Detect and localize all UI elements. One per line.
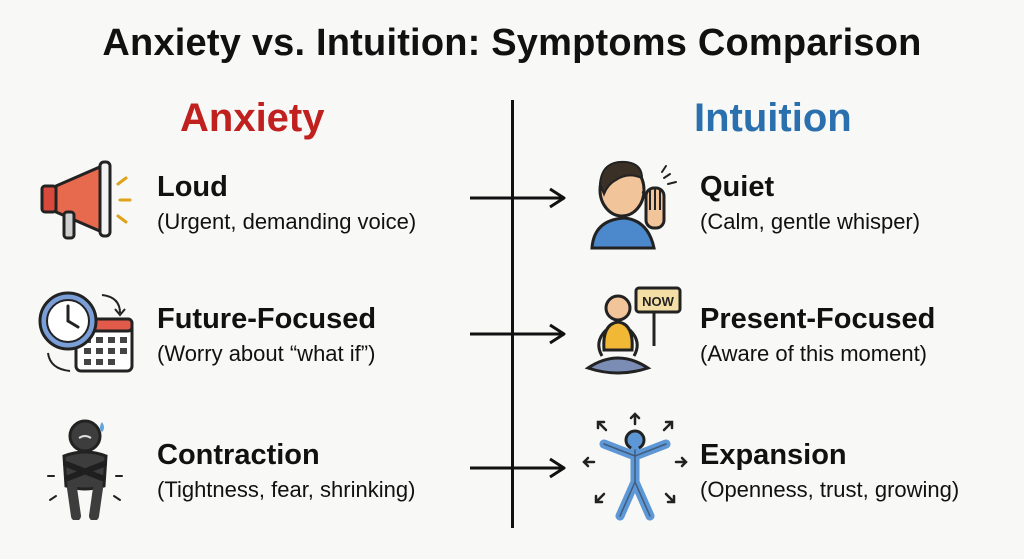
present-focused-desc: (Aware of this moment) [700,341,928,366]
row2-arrow-icon [470,323,566,345]
loud-item: Loud (Urgent, demanding voice) [157,170,416,236]
present-focused-item: Present-Focused (Aware of this moment) [700,302,935,368]
contraction-desc: (Tightness, fear, shrinking) [157,477,416,502]
expansion-desc: (Openness, trust, growing) [700,477,960,502]
future-focused-desc: (Worry about “what if”) [157,341,376,366]
quiet-desc: (Calm, gentle whisper) [700,209,921,234]
page-title: Anxiety vs. Intuition: Symptoms Comparis… [102,22,922,64]
clock-calendar-icon [38,291,134,373]
intuition-heading: Intuition [694,96,852,140]
present-focused-title: Present-Focused [700,303,936,335]
megaphone-icon [40,160,132,240]
contraction-item: Contraction (Tightness, fear, shrinking) [157,438,415,504]
future-focused-item: Future-Focused (Worry about “what if”) [157,302,376,368]
future-focused-title: Future-Focused [157,303,377,335]
center-divider [511,100,514,528]
expanding-person-icon [582,412,688,521]
quiet-title: Quiet [700,171,775,203]
contraction-title: Contraction [157,439,320,471]
meditating-person-icon: NOW [584,286,682,375]
row3-arrow-icon [470,457,566,479]
expansion-item: Expansion (Openness, trust, growing) [700,438,959,504]
shrinking-person-icon [47,419,123,520]
row1-arrow-icon [470,187,566,209]
anxiety-heading: Anxiety [180,96,325,140]
expansion-title: Expansion [700,439,847,471]
now-sign-text: NOW [642,294,675,309]
whispering-person-icon [590,160,677,250]
loud-desc: (Urgent, demanding voice) [157,209,417,234]
quiet-item: Quiet (Calm, gentle whisper) [700,170,920,236]
loud-title: Loud [157,171,228,203]
